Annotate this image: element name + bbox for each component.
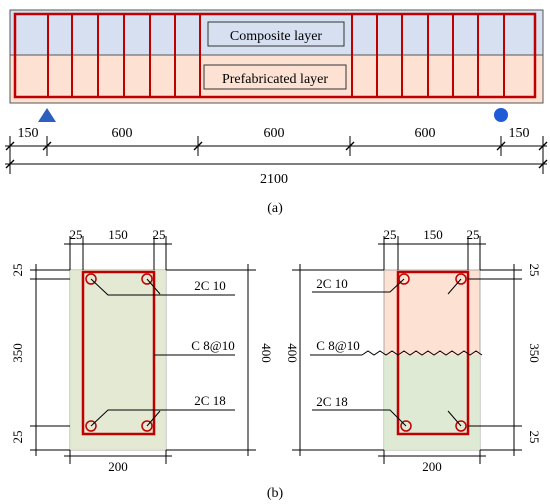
dimension-tick (345, 141, 355, 151)
stirrups (47, 14, 505, 97)
dim-right-cover: 25 (527, 431, 542, 444)
section-right: 2C 10 C 8@10 2C 18 25 150 25 25 350 25 4… (285, 227, 542, 474)
pin-support-icon (38, 108, 56, 122)
dim-width: 200 (108, 459, 128, 474)
section-left-stirrup (81, 270, 156, 436)
dim-left-core: 350 (10, 343, 25, 363)
dim-span-label: 600 (112, 126, 133, 141)
dim-width: 200 (422, 459, 442, 474)
dim-top-cover: 25 (384, 227, 397, 242)
label-top-rebar: 2C 10 (316, 276, 347, 291)
dim-height: 400 (285, 343, 300, 363)
dim-height: 400 (259, 343, 274, 363)
dimension-tick (42, 141, 52, 151)
top-rebar (398, 273, 410, 285)
dim-top-core: 150 (423, 227, 443, 242)
dim-right-core: 350 (527, 343, 542, 363)
top-rebar (455, 273, 467, 285)
dim-left-cover: 25 (10, 431, 25, 444)
dim-left-cover: 25 (10, 264, 25, 277)
dim-top-cover: 25 (467, 227, 480, 242)
beam-elevation: Composite layer Prefabricated layer 150 … (5, 9, 548, 216)
roller-support-icon (494, 108, 508, 122)
dimension-total: 2100 (5, 154, 548, 187)
dimension-tick (5, 159, 15, 169)
caption-b: (b) (267, 486, 284, 501)
bottom-rebar (400, 420, 412, 432)
label-stirrup: C 8@10 (191, 338, 234, 353)
section-left-highlight (70, 270, 166, 450)
dimension-chain-spans: 150 600 600 600 150 (5, 126, 548, 156)
section-left: 2C 10 C 8@10 2C 18 25 150 25 25 350 25 4… (10, 227, 274, 474)
dimension-tick (193, 141, 203, 151)
dim-span-label: 600 (415, 126, 436, 141)
prefab-layer-label: Prefabricated layer (222, 72, 328, 87)
bottom-rebar (141, 420, 153, 432)
dimension-tick (5, 141, 15, 151)
dim-total-label: 2100 (260, 172, 288, 187)
dim-top-cover: 25 (153, 227, 166, 242)
label-bottom-rebar: 2C 18 (194, 393, 225, 408)
label-top-rebar: 2C 10 (194, 278, 225, 293)
dim-right-cover: 25 (527, 264, 542, 277)
composite-layer-label: Composite layer (230, 29, 322, 44)
reinforcement-cage (13, 12, 537, 99)
caption-a: (a) (267, 201, 283, 216)
dimension-tick (538, 159, 548, 169)
dim-span-label: 150 (18, 126, 39, 141)
dim-top-cover: 25 (70, 227, 83, 242)
dim-span-label: 150 (509, 126, 530, 141)
composite-label-box (207, 21, 345, 47)
label-bottom-rebar: 2C 18 (316, 394, 347, 409)
dim-span-label: 600 (264, 126, 285, 141)
top-rebar (141, 273, 153, 285)
bottom-rebar (455, 420, 467, 432)
section-right-stirrup (396, 270, 470, 436)
top-rebar (85, 273, 97, 285)
dimension-tick (538, 141, 548, 151)
label-stirrup: C 8@10 (316, 338, 359, 353)
bottom-rebar (85, 420, 97, 432)
dimension-tick (496, 141, 506, 151)
prefab-label-box (203, 64, 347, 90)
dim-top-core: 150 (108, 227, 128, 242)
interface-line (361, 350, 483, 356)
